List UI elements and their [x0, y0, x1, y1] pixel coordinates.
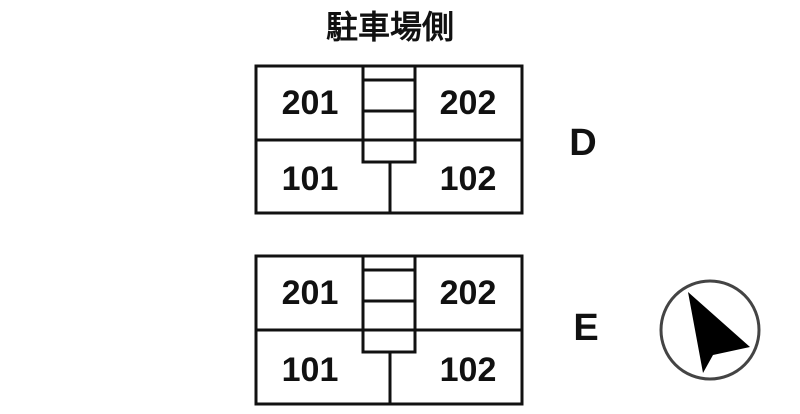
- unit-e-202: 202: [440, 274, 497, 312]
- unit-e-102: 102: [440, 351, 497, 389]
- unit-e-201: 201: [282, 274, 339, 312]
- building-d-label: D: [569, 122, 596, 164]
- unit-d-102: 102: [440, 160, 497, 198]
- building-d: [254, 64, 524, 215]
- building-e-label: E: [573, 307, 598, 349]
- north-arrow-icon: [659, 279, 761, 381]
- stairs: [361, 254, 417, 354]
- stairs: [361, 64, 417, 164]
- building-e: [254, 254, 524, 406]
- unit-d-202: 202: [440, 84, 497, 122]
- unit-d-101: 101: [282, 160, 339, 198]
- parking-side-label: 駐車場側: [326, 9, 454, 45]
- unit-d-201: 201: [282, 84, 339, 122]
- unit-e-101: 101: [282, 351, 339, 389]
